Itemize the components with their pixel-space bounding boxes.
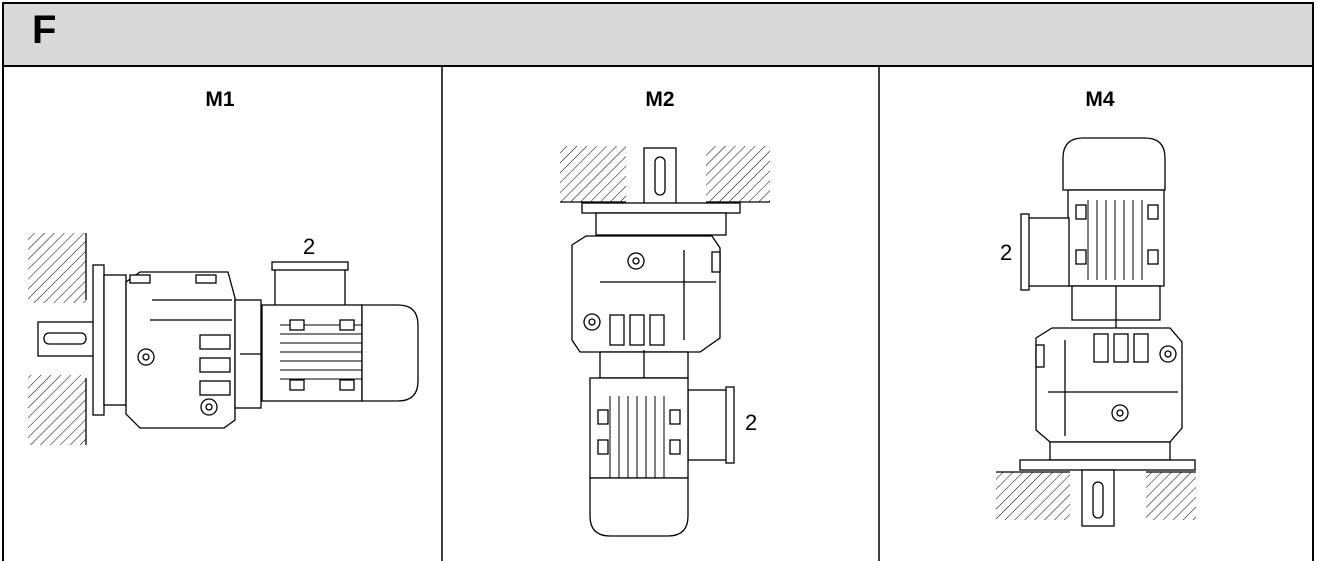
- callout-terminal-position-m1: 2: [303, 234, 316, 259]
- header-bar: F: [2, 2, 1314, 67]
- mounting-type-label: F: [32, 8, 57, 52]
- gearmotor-m4-drawing: [996, 137, 1196, 527]
- column-title-m2: M2: [645, 88, 675, 111]
- gearmotor-m1-drawing: [28, 233, 419, 445]
- callout-terminal-position-m4: 2: [1000, 240, 1013, 265]
- column-title-m1: M1: [205, 88, 235, 111]
- table-grid: [2, 67, 1314, 561]
- gearmotor-m2-drawing: [560, 146, 770, 537]
- column-title-m4: M4: [1085, 88, 1115, 111]
- callout-terminal-position-m2: 2: [745, 410, 758, 435]
